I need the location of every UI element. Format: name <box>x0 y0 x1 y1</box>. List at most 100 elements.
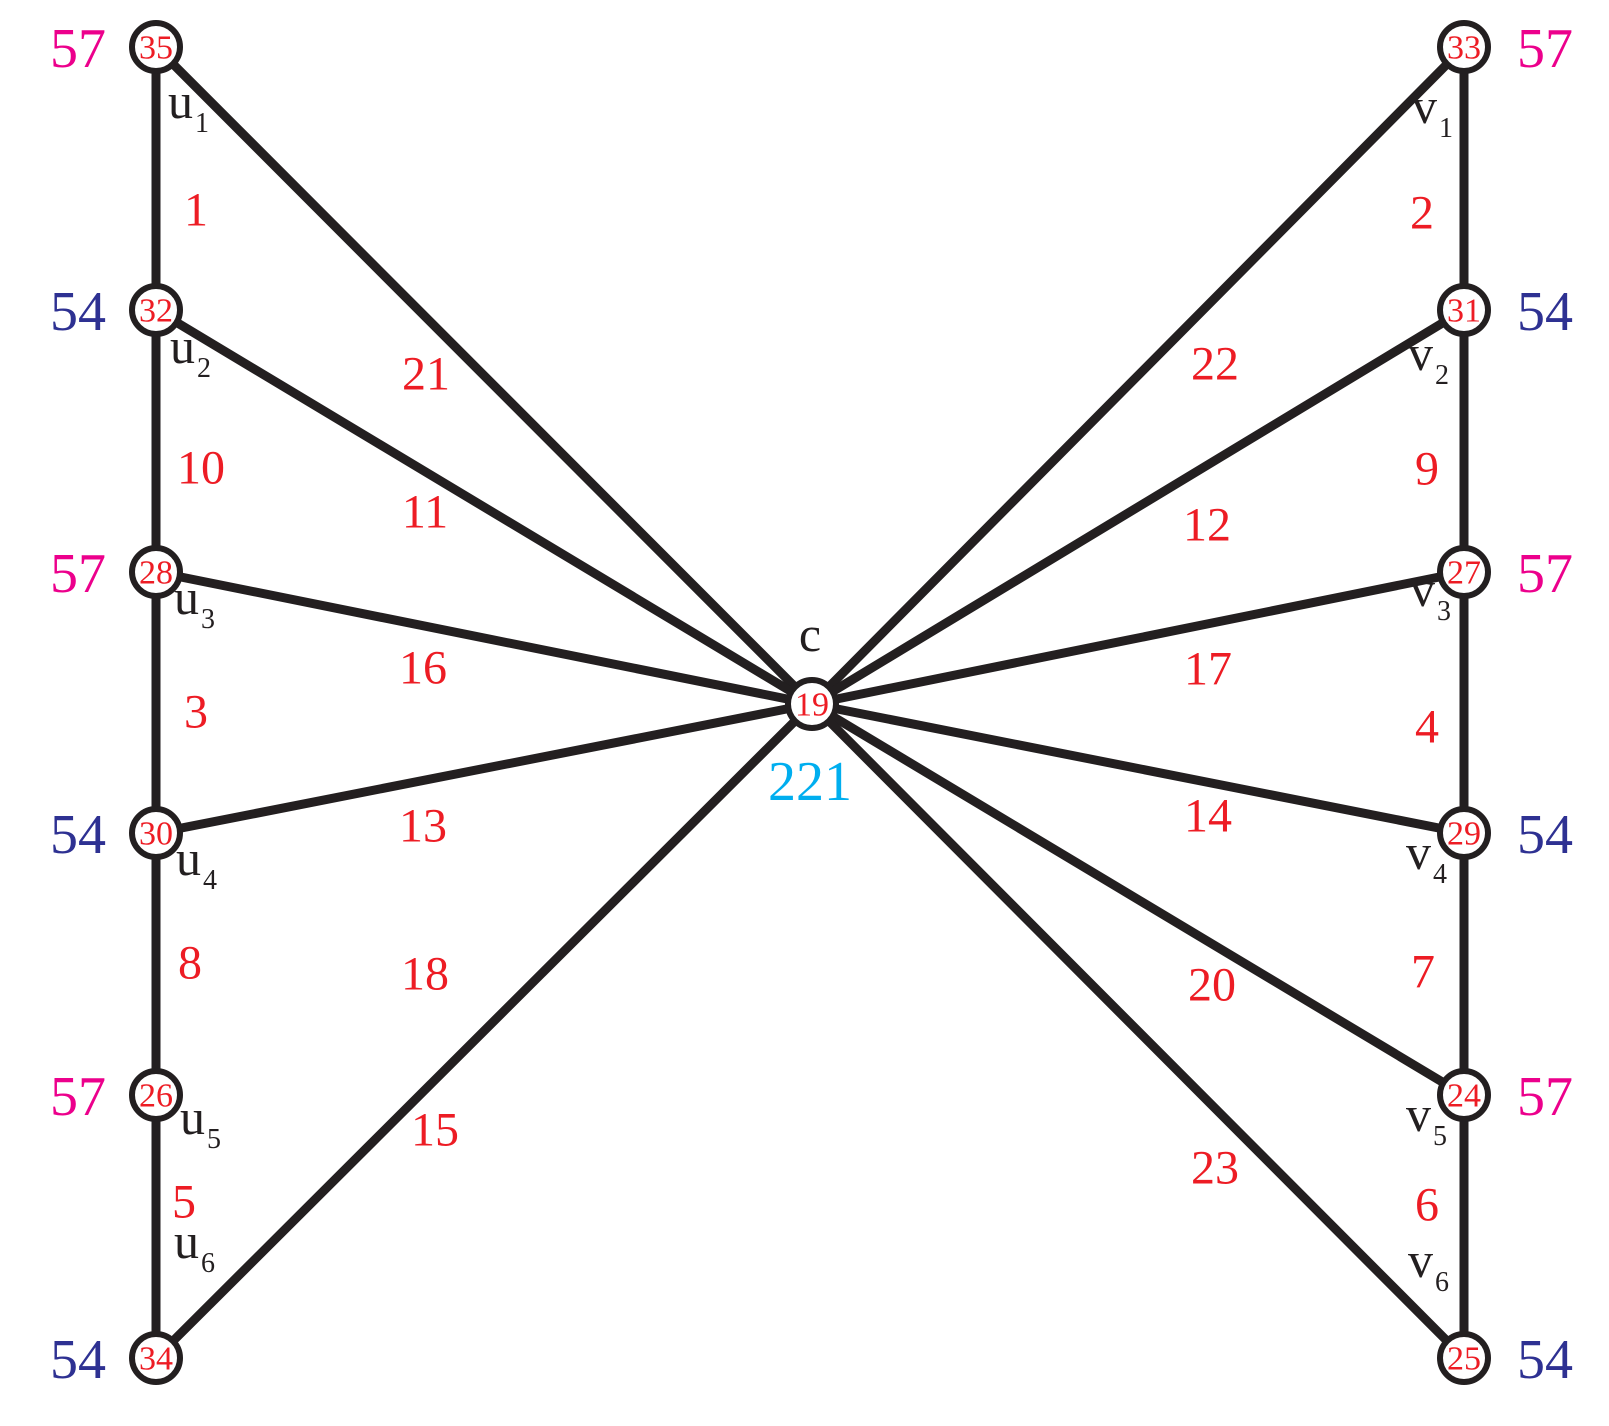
vertex-name-u4: u4 <box>176 830 217 896</box>
edge-v2-c <box>807 305 1469 709</box>
vertex-name-sub-v4: 4 <box>1433 859 1447 890</box>
edge-label-7: 7 <box>1411 946 1435 999</box>
edge-u4-c <box>151 699 817 838</box>
vertex-label-v1: 33 <box>1447 30 1481 67</box>
vertex-u3 <box>129 545 183 599</box>
edge-v6-c <box>807 699 1469 1363</box>
vertex-name-v3: v3 <box>1410 561 1451 627</box>
vertex-label-u3: 28 <box>139 555 173 592</box>
vertex-label-u1: 35 <box>139 30 173 67</box>
vertex-name-base-u5: u <box>180 1089 205 1145</box>
edge-u1-c <box>151 42 817 709</box>
vertex-weight-u2: 54 <box>50 281 106 343</box>
vertex-weight-v5: 57 <box>1517 1066 1573 1128</box>
edge-u3-c <box>151 567 817 709</box>
vertex-name-u2: u2 <box>170 318 211 384</box>
vertex-name-base-u4: u <box>176 830 201 886</box>
edge-v3-c <box>807 567 1469 709</box>
edge-label-18: 18 <box>401 948 449 1001</box>
vertex-label-u2: 32 <box>139 293 173 330</box>
edge-label-15: 15 <box>411 1104 459 1157</box>
vertex-name-sub-v1: 1 <box>1439 113 1453 144</box>
vertex-name-sub-u5: 5 <box>207 1124 221 1155</box>
vertex-name-v1: v1 <box>1412 78 1453 144</box>
labels-layer: 1103852947621111613152212171420231819c22… <box>50 18 1573 1391</box>
edge-label-17: 17 <box>1184 643 1232 696</box>
vertex-weight-v6: 54 <box>1517 1329 1573 1391</box>
edge-label-13: 13 <box>399 800 447 853</box>
edges-layer <box>151 42 1469 1363</box>
vertex-name-base-v5: v <box>1406 1086 1431 1142</box>
vertex-label-c: 19 <box>795 687 829 724</box>
edge-v1-c <box>807 42 1469 709</box>
vertex-name-base-u3: u <box>174 569 199 625</box>
vertex-name-u1: u1 <box>168 73 209 139</box>
vertex-name-c: c <box>799 606 821 662</box>
vertex-weight-v3: 57 <box>1517 543 1573 605</box>
edge-v4-c <box>807 699 1469 838</box>
vertex-weight-u1: 57 <box>50 18 106 80</box>
edge-label-6: 6 <box>1415 1179 1439 1232</box>
edge-label-12: 12 <box>1183 499 1231 552</box>
vertex-label-u6: 34 <box>139 1341 173 1378</box>
edge-label-16: 16 <box>399 642 447 695</box>
vertex-v1 <box>1437 20 1491 74</box>
vertex-name-base-v4: v <box>1406 824 1431 880</box>
edge-u6-c <box>151 699 817 1363</box>
vertex-name-sub-v5: 5 <box>1433 1121 1447 1152</box>
edge-label-8: 8 <box>178 937 202 990</box>
vertex-name-u5: u5 <box>180 1089 221 1155</box>
vertex-name-base-u6: u <box>174 1213 199 1269</box>
edge-label-14: 14 <box>1184 790 1232 843</box>
vertex-name-v6: v6 <box>1408 1232 1449 1298</box>
vertex-label-v6: 25 <box>1447 1341 1481 1378</box>
edge-label-20: 20 <box>1188 959 1236 1012</box>
vertex-label-v3: 27 <box>1447 555 1481 592</box>
vertex-label-v5: 24 <box>1447 1078 1481 1115</box>
edge-label-11: 11 <box>402 486 448 539</box>
edge-label-21: 21 <box>402 348 450 401</box>
vertex-name-v4: v4 <box>1406 824 1447 890</box>
vertex-weight-v4: 54 <box>1517 804 1573 866</box>
edge-u2-c <box>151 305 817 709</box>
vertex-name-sub-u1: 1 <box>195 108 209 139</box>
edge-label-4: 4 <box>1415 701 1439 754</box>
vertex-name-sub-u4: 4 <box>203 865 217 896</box>
vertex-label-v2: 31 <box>1447 293 1481 330</box>
vertex-u2 <box>129 283 183 337</box>
vertex-name-sub-v3: 3 <box>1437 596 1451 627</box>
vertex-weight-c: 221 <box>768 751 852 813</box>
vertex-name-sub-v6: 6 <box>1435 1267 1449 1298</box>
vertex-name-sub-u6: 6 <box>201 1248 215 1279</box>
vertex-v3 <box>1437 545 1491 599</box>
edge-label-3: 3 <box>184 686 208 739</box>
vertex-weight-u5: 57 <box>50 1066 106 1128</box>
vertex-v2 <box>1437 283 1491 337</box>
vertex-name-base-v3: v <box>1410 561 1435 617</box>
vertex-name-sub-u3: 3 <box>201 604 215 635</box>
vertex-name-sub-u2: 2 <box>197 353 211 384</box>
vertex-weight-v1: 57 <box>1517 18 1573 80</box>
vertex-name-v5: v5 <box>1406 1086 1447 1152</box>
vertex-name-base-u2: u <box>170 318 195 374</box>
edge-label-1: 1 <box>184 184 208 237</box>
edge-label-22: 22 <box>1191 338 1239 391</box>
vertex-name-u6: u6 <box>174 1213 215 1279</box>
vertex-name-base-v2: v <box>1408 325 1433 381</box>
vertex-u1 <box>129 20 183 74</box>
vertex-u5 <box>129 1068 183 1122</box>
vertex-label-v4: 29 <box>1447 816 1481 853</box>
edge-label-5: 5 <box>172 1176 196 1229</box>
vertex-v6 <box>1437 1331 1491 1385</box>
vertex-name-v2: v2 <box>1408 325 1449 391</box>
vertex-name-u3: u3 <box>174 569 215 635</box>
vertex-u6 <box>129 1331 183 1385</box>
vertex-v5 <box>1437 1068 1491 1122</box>
vertex-label-u4: 30 <box>139 816 173 853</box>
vertex-weight-u4: 54 <box>50 804 106 866</box>
vertex-u4 <box>129 806 183 860</box>
vertices-layer <box>129 20 1491 1385</box>
vertex-label-u5: 26 <box>139 1078 173 1115</box>
vertex-v4 <box>1437 806 1491 860</box>
